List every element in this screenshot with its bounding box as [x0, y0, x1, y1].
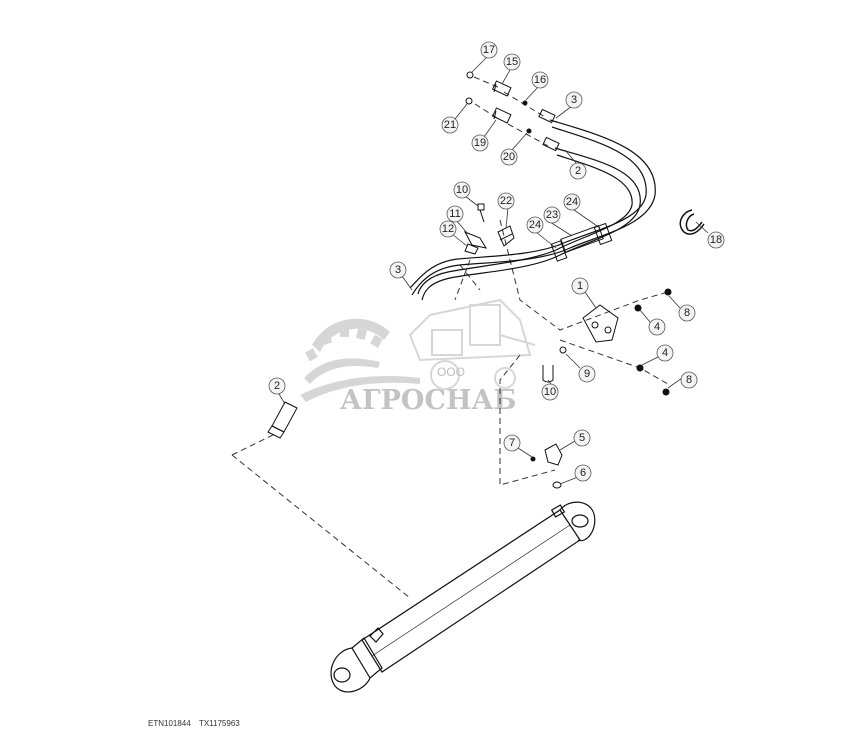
callout-label: 2	[575, 165, 581, 177]
agrosnab-watermark: ООО АГРОСНАБ	[300, 298, 536, 416]
u-bolt-10	[542, 365, 554, 383]
o-ring-16	[522, 100, 528, 106]
hydraulic-cylinder	[330, 501, 596, 693]
figure-id-footer: ETN101844 TX1175963	[148, 719, 240, 728]
callout-bubble	[503, 53, 521, 71]
callout-bubble	[446, 205, 464, 223]
callout-bubble	[500, 148, 518, 166]
callout-label: 19	[474, 137, 486, 149]
washer-4-lower	[636, 364, 644, 372]
washer-4-upper	[634, 304, 642, 312]
callout-labels: 17 15 16 3 21 19 20 2 10 22 24 11 23 12 …	[274, 44, 722, 479]
clip-bolt-10	[477, 203, 485, 223]
elbow-fitting-5	[544, 443, 563, 466]
watermark-brand: АГРОСНАБ	[340, 385, 517, 416]
watermark-prefix: ООО	[437, 365, 465, 379]
gear-logo-icon	[300, 318, 420, 402]
callout-bubble	[389, 261, 407, 279]
callout-label: 11	[449, 208, 460, 220]
callout-label: 6	[580, 467, 586, 479]
callout-label: 8	[686, 374, 692, 386]
callout-label: 20	[503, 151, 515, 163]
callout-label: 1	[577, 280, 583, 292]
callout-label: 3	[571, 94, 577, 106]
tube-clamp-24-right	[593, 222, 613, 246]
callout-bubble	[526, 216, 544, 234]
callout-bubble	[441, 116, 459, 134]
callout-bubble	[571, 277, 589, 295]
callout-bubbles	[268, 41, 725, 482]
callout-bubble	[680, 371, 698, 389]
callout-label: 15	[506, 56, 518, 68]
dashed-assembly-lines	[231, 76, 669, 599]
hydraulic-tube-3	[409, 119, 656, 296]
callout-bubble	[471, 134, 489, 152]
callout-label: 16	[534, 74, 546, 86]
mounting-bracket-1	[582, 304, 619, 343]
callout-label: 5	[579, 432, 585, 444]
callout-bubble	[531, 71, 549, 89]
callout-label: 8	[684, 307, 690, 319]
callout-bubble	[480, 41, 498, 59]
adapter-fitting-15	[491, 80, 512, 97]
figure-id-primary: ETN101844	[148, 719, 191, 728]
clip-11	[463, 231, 488, 249]
o-ring-7	[530, 456, 536, 462]
callout-label: 4	[654, 321, 660, 333]
callout-label: 10	[544, 386, 556, 398]
callout-bubble	[268, 377, 286, 395]
callout-bubble	[541, 383, 559, 401]
callout-leader-lines	[278, 55, 709, 485]
callout-label: 4	[662, 347, 668, 359]
callout-label: 22	[500, 195, 512, 207]
bolt-8-lower	[662, 388, 670, 396]
callout-bubble	[565, 91, 583, 109]
o-ring-17	[466, 71, 474, 79]
callout-bubble	[707, 231, 725, 249]
callout-bubble	[569, 162, 587, 180]
callout-bubble	[439, 220, 457, 238]
callout-bubble	[656, 344, 674, 362]
callout-bubble	[574, 464, 592, 482]
washer-9	[559, 346, 567, 354]
callout-label: 17	[483, 44, 495, 56]
callout-label: 12	[442, 223, 454, 235]
combine-harvester-icon	[408, 298, 536, 390]
o-ring-20	[526, 128, 532, 134]
callout-label: 2	[274, 380, 280, 392]
callout-bubble	[648, 318, 666, 336]
callout-label: 3	[395, 264, 401, 276]
callout-bubble	[497, 192, 515, 210]
clip-12	[464, 243, 479, 255]
callout-label: 18	[710, 234, 722, 246]
callout-bubble	[678, 304, 696, 322]
callout-bubble	[578, 365, 596, 383]
callout-label: 21	[444, 119, 456, 131]
o-ring-6	[552, 481, 562, 489]
o-ring-21	[465, 97, 473, 105]
callout-bubble	[563, 193, 581, 211]
callout-bubble	[453, 181, 471, 199]
callout-label: 24	[529, 219, 541, 231]
tube-fitting-2	[542, 136, 560, 152]
adapter-fitting-2-lower	[267, 401, 298, 439]
callout-bubble	[573, 429, 591, 447]
callout-label: 9	[584, 368, 590, 380]
callout-bubble	[543, 206, 561, 224]
figure-id-secondary: TX1175963	[198, 719, 240, 728]
callout-label: 10	[456, 184, 468, 196]
tube-clamp-24-left	[550, 240, 568, 262]
callout-bubble	[503, 434, 521, 452]
callout-label: 23	[546, 209, 558, 221]
callout-label: 7	[509, 437, 515, 449]
tube-clamp-23	[560, 224, 604, 254]
callout-label: 24	[566, 196, 578, 208]
adapter-fitting-19	[491, 107, 512, 124]
bolt-8-upper	[664, 288, 672, 296]
tube-fitting-3	[538, 108, 556, 124]
hose-18	[679, 209, 705, 235]
